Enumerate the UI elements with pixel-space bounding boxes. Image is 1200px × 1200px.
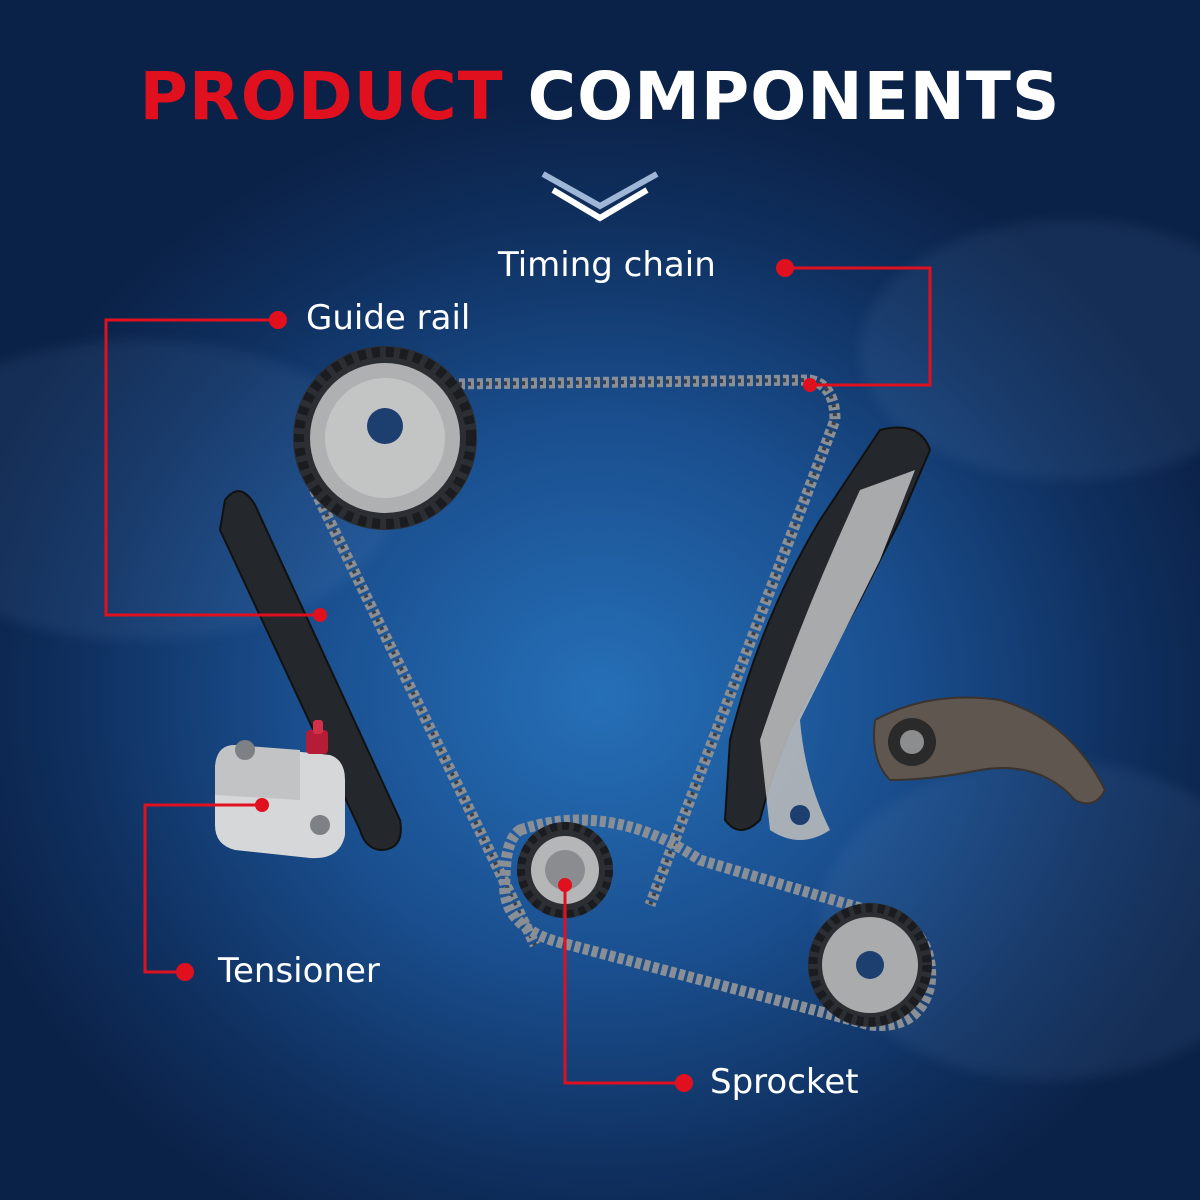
callout-lines [104, 266, 932, 1085]
double-chevron-down-icon [541, 171, 659, 222]
cam-sprocket-gear [293, 346, 477, 530]
page-title: PRODUCT COMPONENTS [0, 58, 1200, 135]
tensioner-body [215, 720, 345, 859]
callout-tensioner: Tensioner [218, 951, 380, 991]
pump-sprocket-gear [808, 903, 932, 1027]
callout-dots [176, 259, 817, 1092]
timing-chain-lower [499, 814, 937, 1031]
callout-guide-rail: Guide rail [306, 298, 471, 338]
guide-rail-left [218, 490, 402, 852]
title-accent: PRODUCT [139, 58, 504, 135]
tensioner-arm [873, 696, 1107, 805]
callout-sprocket: Sprocket [710, 1062, 859, 1102]
callout-timing-chain: Timing chain [498, 245, 716, 285]
title-main: COMPONENTS [527, 58, 1061, 135]
crank-sprocket-gear [517, 822, 613, 918]
